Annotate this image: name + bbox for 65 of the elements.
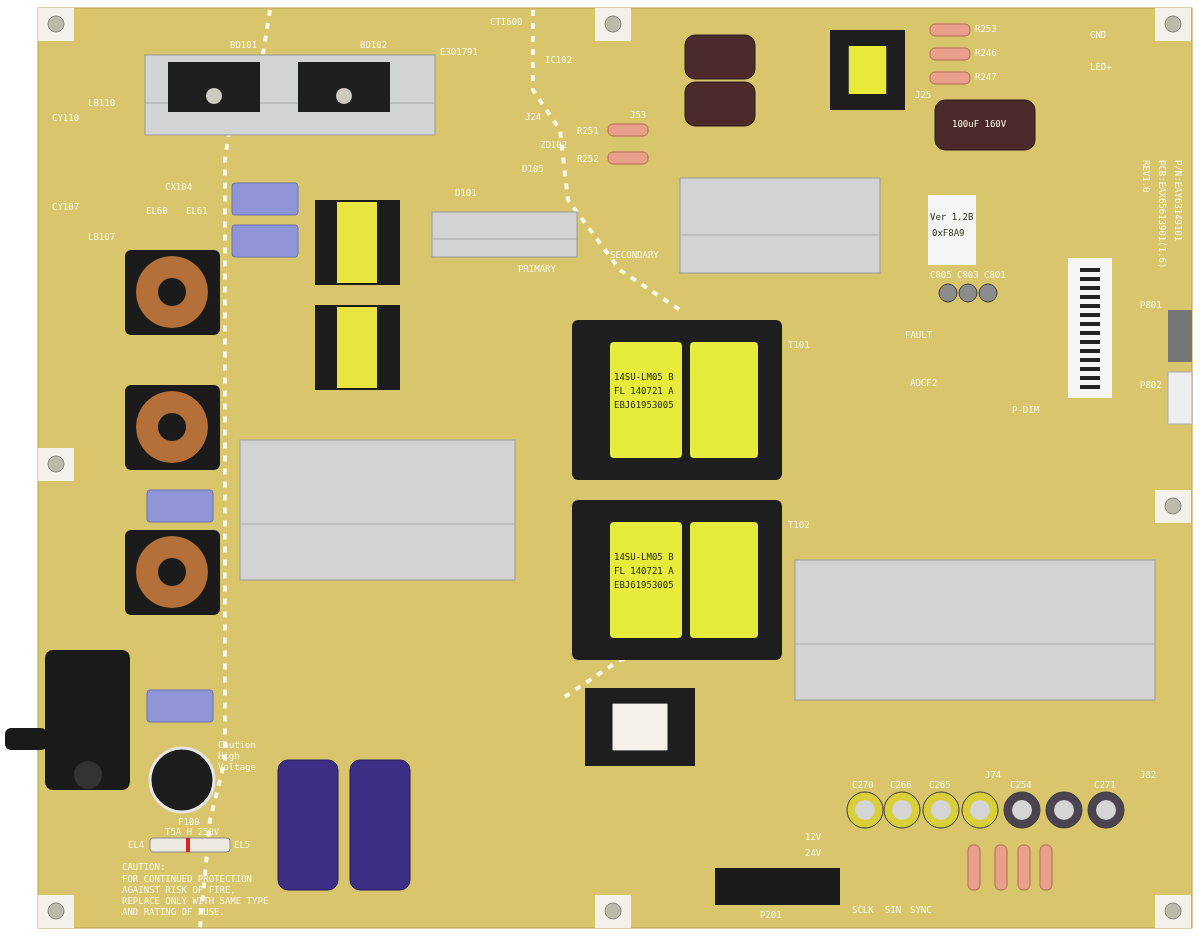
component-designator: CY110: [52, 113, 80, 124]
component-designator: D105: [522, 164, 544, 175]
component-designator: BD101: [230, 40, 258, 51]
component-designator: R253: [975, 24, 997, 35]
component-designator: C801: [984, 270, 1006, 281]
component-designator: P201: [760, 910, 782, 921]
component-designator: C803: [957, 270, 979, 281]
pin-name: FAULT: [905, 330, 933, 341]
component-designator: LB107: [88, 232, 116, 243]
capacitor-rating: 100uF 160V: [952, 119, 1007, 130]
pin-name: SCLK: [852, 905, 874, 916]
component-designator: J53: [630, 110, 647, 121]
pin-name: GND: [1090, 30, 1107, 41]
part-marking: FL 140721 A: [614, 566, 674, 577]
component-designator: P802: [1140, 380, 1162, 391]
component-designator: T101: [788, 340, 810, 351]
component-designator: EL61: [186, 206, 208, 217]
version-text: Ver 1.2B: [930, 212, 974, 223]
pin-name: P-DIM: [1012, 405, 1040, 416]
area-marking: SECONDARY: [610, 250, 659, 261]
part-marking: EBJ61953005: [614, 400, 674, 411]
checksum-text: 0xF8A9: [932, 228, 965, 239]
component-designator: CY107: [52, 202, 80, 213]
pin-name: SYNC: [910, 905, 932, 916]
component-designator: P801: [1140, 300, 1162, 311]
component-designator: J82: [1140, 770, 1157, 781]
part-marking: EBJ61953005: [614, 580, 674, 591]
component-designator: J74: [985, 770, 1002, 781]
component-designator: R251: [577, 126, 599, 137]
component-designator: IC102: [545, 55, 573, 66]
pin-name: SIN: [885, 905, 902, 916]
component-designator: R252: [577, 154, 599, 165]
voltage-marking: 24V: [805, 848, 822, 859]
component-designator: D101: [455, 188, 477, 199]
certification-text: E301791: [440, 47, 478, 58]
component-designator: EL5: [234, 840, 251, 851]
component-designator: CX104: [165, 182, 193, 193]
pin-name: ADCF2: [910, 378, 938, 389]
component-designator: F100: [178, 817, 200, 828]
component-designator: T102: [788, 520, 810, 531]
component-designator: C254: [1010, 780, 1032, 791]
pin-name: LED+: [1090, 62, 1112, 73]
component-designator: C270: [852, 780, 874, 791]
component-designator: R246: [975, 48, 997, 59]
part-marking: 14SU-LM05 B: [614, 552, 674, 563]
component-designator: J25: [915, 90, 932, 101]
component-designator: BD102: [360, 40, 388, 51]
area-marking: PRIMARY: [518, 264, 556, 275]
component-designator: C271: [1094, 780, 1116, 791]
component-designator: LB110: [88, 98, 116, 109]
part-marking: FL 140721 A: [614, 386, 674, 397]
component-designator: R247: [975, 72, 997, 83]
component-designator: C265: [929, 780, 951, 791]
component-designator: C805: [930, 270, 952, 281]
component-designator: C266: [890, 780, 912, 791]
part-marking: PCB:EAX65613901(1.6): [1156, 160, 1167, 269]
part-marking: P/N:EAY63149101: [1172, 160, 1183, 242]
warning-text: CAUTION:: [122, 862, 166, 873]
revision-text: REV1.0: [1140, 160, 1151, 193]
voltage-marking: 12V: [805, 832, 822, 843]
certification-text: CTI600: [490, 17, 523, 28]
component-designator: EL4: [128, 840, 145, 851]
component-designator: EL60: [146, 206, 168, 217]
part-marking: 14SU-LM05 B: [614, 372, 674, 383]
component-designator: J24: [525, 112, 542, 123]
